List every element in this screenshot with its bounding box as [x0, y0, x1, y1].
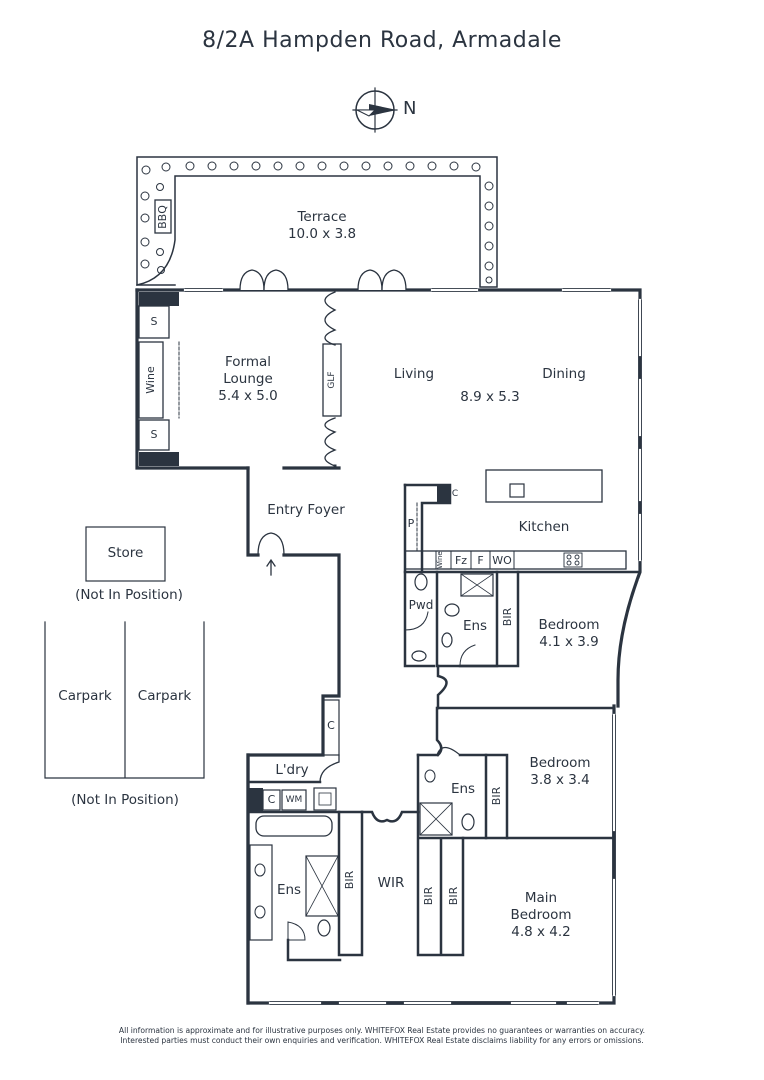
store-label: Store [107, 545, 144, 561]
living-dining-dims: 8.9 x 5.3 [460, 389, 520, 405]
washing-machine-label: WM [285, 795, 303, 805]
bir-5-label: BIR [447, 886, 460, 906]
bir-1-label: BIR [501, 607, 514, 627]
laundry-cupboard-label: C [267, 793, 276, 806]
kitchen-cupboard-label: C [451, 489, 459, 499]
walk-in-robe-label: WIR [377, 875, 405, 891]
carpark-outline [44, 621, 205, 779]
carpark-2-label: Carpark [137, 688, 192, 704]
fridge-label: F [477, 554, 484, 567]
wall-oven-label: WO [492, 554, 512, 567]
bbq-unit [154, 199, 172, 234]
shrubs [140, 161, 494, 284]
living-label: Living [393, 366, 435, 382]
hall-cupboard-label: C [327, 719, 335, 732]
bifold-doors [324, 291, 337, 467]
plan-title: 8/2A Hampden Road, Armadale [202, 28, 562, 53]
freezer-label: Fz [454, 554, 468, 567]
storage-label-bottom: S [150, 428, 158, 441]
bir-4-label: BIR [422, 886, 435, 906]
carpark-note: (Not In Position) [71, 792, 179, 808]
ensuite-3-label: Ens [276, 882, 302, 898]
bir-3-label: BIR [343, 870, 356, 890]
powder-room-label: Pwd [408, 598, 434, 612]
terrace-planter [136, 156, 498, 288]
gas-log-fire-label: GLF [327, 371, 337, 389]
disclaimer: All information is approximate and for i… [118, 1026, 646, 1045]
storage-label-top: S [150, 315, 158, 328]
ensuite-2-label: Ens [450, 781, 476, 797]
entry-foyer-label: Entry Foyer [267, 502, 345, 518]
bir-2-label: BIR [490, 786, 503, 806]
terrace-doors [239, 269, 407, 291]
laundry-label: L'dry [275, 762, 309, 778]
ensuite-1-label: Ens [462, 618, 488, 634]
wine-rack-label: Wine [144, 366, 157, 394]
pantry-label: P [407, 517, 415, 530]
kitchen-island [485, 469, 603, 503]
store-note: (Not In Position) [75, 587, 183, 603]
wine-fridge-label: Wine [436, 551, 444, 569]
north-label: N [403, 98, 417, 119]
north-arrow-icon [352, 87, 398, 133]
kitchen-label: Kitchen [518, 519, 570, 535]
carpark-1-label: Carpark [58, 688, 112, 704]
bbq-label: BBQ [156, 205, 169, 229]
store-outline [85, 526, 166, 582]
dining-label: Dining [542, 366, 586, 382]
